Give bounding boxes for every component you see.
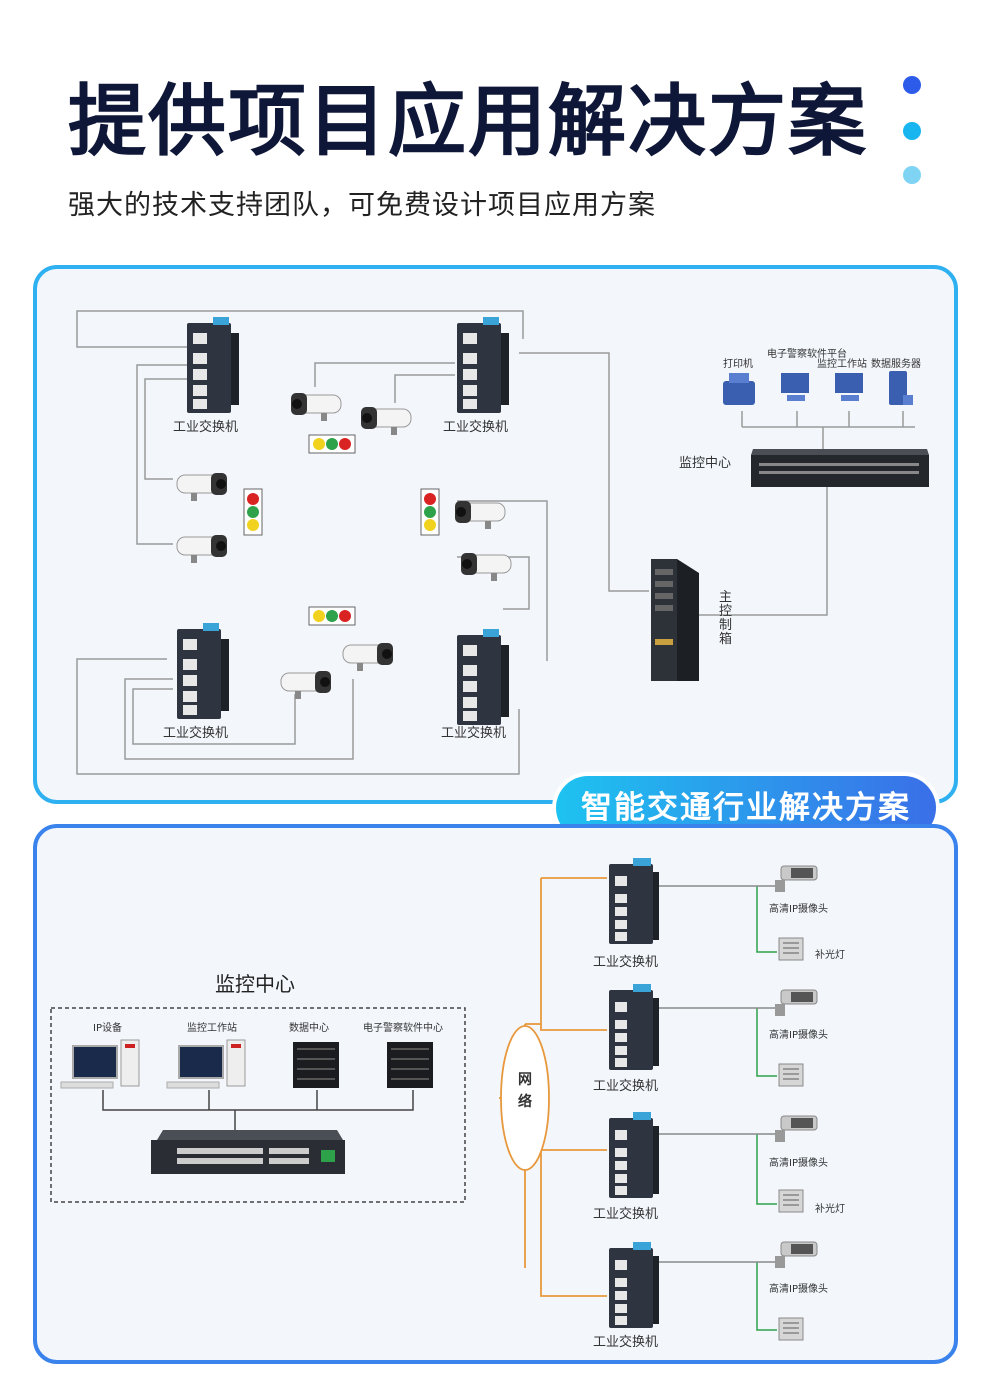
fill-light-icon bbox=[778, 1317, 804, 1341]
camera-links bbox=[756, 886, 777, 1331]
camera-icon bbox=[454, 500, 506, 530]
core-switch-icon bbox=[751, 449, 929, 487]
industrial-switch bbox=[187, 317, 239, 413]
device-label: 数据服务器 bbox=[871, 357, 921, 370]
traffic-network-diagram: 工业交换机 工业交换机 工业交换机 工业交换机 bbox=[76, 310, 929, 775]
network-cloud-icon bbox=[500, 1025, 550, 1171]
camera-icon bbox=[176, 534, 228, 564]
switch-label: 工业交换机 bbox=[593, 1334, 658, 1350]
camera-icon bbox=[360, 406, 412, 436]
camera-icon bbox=[290, 392, 342, 422]
fill-light-icon bbox=[778, 1063, 804, 1087]
camera-icon bbox=[342, 642, 394, 672]
monitoring-network-panel: 网络 工业交换机 工业交换机 工业交换机 工业交换机 bbox=[33, 824, 958, 1364]
master-box-label: 主控制箱 bbox=[719, 590, 732, 647]
ip-camera-icon bbox=[774, 865, 818, 893]
switch-label: 工业交换机 bbox=[441, 725, 506, 741]
industrial-switch bbox=[609, 858, 659, 944]
traffic-light-icon bbox=[420, 488, 440, 536]
device-label: 打印机 bbox=[723, 357, 753, 370]
computer-icon bbox=[166, 1039, 246, 1089]
decor-dot-light bbox=[903, 166, 921, 184]
center-item-label: 数据中心 bbox=[289, 1021, 329, 1034]
fill-light-icon bbox=[778, 937, 804, 961]
traffic-light-icon bbox=[308, 434, 356, 454]
traffic-light-icon bbox=[243, 488, 263, 536]
industrial-switch bbox=[177, 623, 229, 719]
computer-icon bbox=[835, 373, 863, 401]
camera-label: 高清IP摄像头 bbox=[769, 1156, 828, 1169]
traffic-light-icon bbox=[308, 606, 356, 626]
center-item-label: 监控工作站 bbox=[187, 1021, 237, 1034]
connection-lines bbox=[76, 310, 915, 775]
camera-icon bbox=[176, 472, 228, 502]
computer-icon bbox=[60, 1039, 140, 1089]
center-lines bbox=[102, 1090, 414, 1130]
page-subtitle: 强大的技术支持团队，可免费设计项目应用方案 bbox=[68, 190, 656, 221]
camera-label: 高清IP摄像头 bbox=[769, 902, 828, 915]
center-item-label: 电子警察软件中心 bbox=[363, 1021, 443, 1034]
server-rack-icon bbox=[387, 1042, 433, 1088]
server-rack-icon bbox=[293, 1042, 339, 1088]
switch-label: 工业交换机 bbox=[593, 1078, 658, 1094]
switch-label: 工业交换机 bbox=[173, 419, 238, 435]
light-label: 补光灯 bbox=[815, 1202, 845, 1215]
camera-icon bbox=[460, 552, 512, 582]
ip-camera-icon bbox=[774, 1115, 818, 1143]
ip-camera-icon bbox=[774, 1241, 818, 1269]
decor-dot-blue bbox=[903, 76, 921, 94]
decor-dot-cyan bbox=[903, 122, 921, 140]
camera-icon bbox=[280, 670, 332, 700]
switch-label: 工业交换机 bbox=[593, 954, 658, 970]
industrial-switch bbox=[457, 629, 509, 725]
page-title: 提供项目应用解决方案 bbox=[68, 77, 869, 167]
switch-label: 工业交换机 bbox=[443, 419, 508, 435]
industrial-switch bbox=[609, 984, 659, 1070]
device-label: 监控工作站 bbox=[817, 357, 867, 370]
switch-label: 工业交换机 bbox=[593, 1206, 658, 1222]
monitor-center-label: 监控中心 bbox=[679, 456, 731, 471]
network-label: 网络 bbox=[518, 1072, 532, 1110]
monitor-center-title: 监控中心 bbox=[215, 972, 295, 996]
monitor-center-box bbox=[50, 1007, 466, 1203]
switch-camera-links bbox=[657, 885, 777, 1263]
camera-label: 高清IP摄像头 bbox=[769, 1282, 828, 1295]
camera-label: 高清IP摄像头 bbox=[769, 1028, 828, 1041]
center-item-label: IP设备 bbox=[93, 1021, 122, 1034]
fill-light-icon bbox=[778, 1189, 804, 1213]
industrial-switch bbox=[609, 1242, 659, 1328]
industrial-switch bbox=[457, 317, 509, 413]
traffic-network-panel: 工业交换机 工业交换机 工业交换机 工业交换机 bbox=[33, 265, 958, 804]
light-label: 补光灯 bbox=[815, 948, 845, 961]
industrial-switch bbox=[609, 1112, 659, 1198]
computer-icon bbox=[781, 373, 809, 401]
ip-camera-icon bbox=[774, 989, 818, 1017]
master-control-box-icon bbox=[651, 559, 699, 681]
device-label: 电子警察软件平台 bbox=[767, 347, 847, 360]
server-icon bbox=[889, 371, 913, 405]
monitoring-network-diagram: 网络 工业交换机 工业交换机 工业交换机 工业交换机 bbox=[50, 858, 845, 1350]
core-switch-icon bbox=[151, 1130, 345, 1174]
printer-icon bbox=[723, 373, 755, 405]
switch-label: 工业交换机 bbox=[163, 725, 228, 741]
